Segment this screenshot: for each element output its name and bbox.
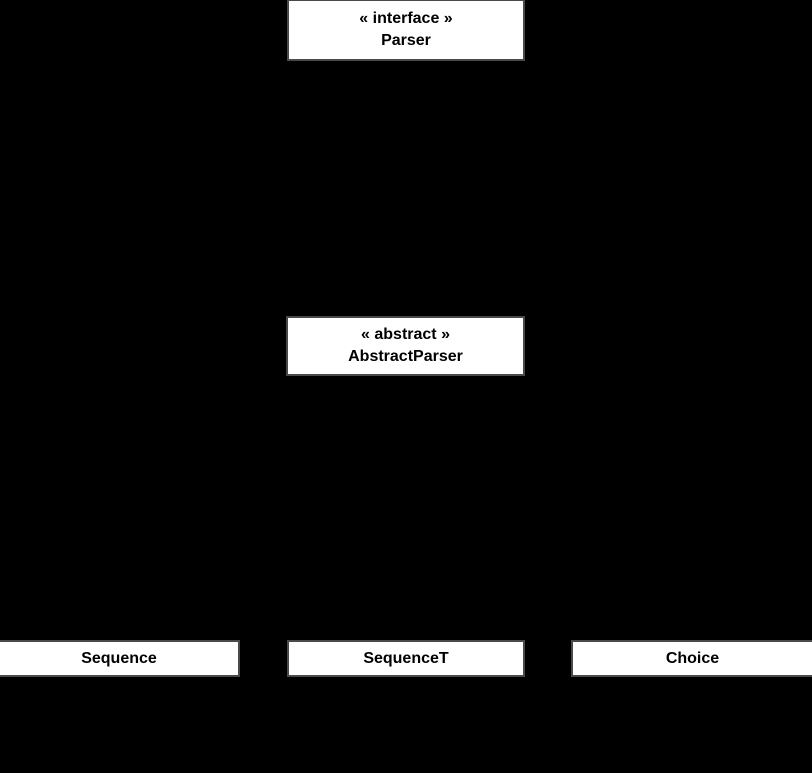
abstract-parser-stereotype-label: « abstract » bbox=[361, 326, 450, 343]
sequence-class-name-label: Sequence bbox=[81, 649, 157, 667]
uml-class-abstract-parser: « abstract » AbstractParser bbox=[286, 316, 525, 376]
uml-class-parser: « interface » Parser bbox=[287, 0, 525, 61]
uml-class-choice: Choice bbox=[571, 640, 812, 677]
uml-class-sequence: Sequence bbox=[0, 640, 240, 677]
uml-class-sequencet: SequenceT bbox=[287, 640, 525, 677]
parser-stereotype-label: « interface » bbox=[359, 10, 453, 27]
parser-class-name-label: Parser bbox=[381, 32, 431, 49]
sequencet-class-name-label: SequenceT bbox=[363, 649, 449, 667]
abstract-parser-class-name-label: AbstractParser bbox=[348, 348, 463, 365]
choice-class-name-label: Choice bbox=[665, 649, 720, 667]
